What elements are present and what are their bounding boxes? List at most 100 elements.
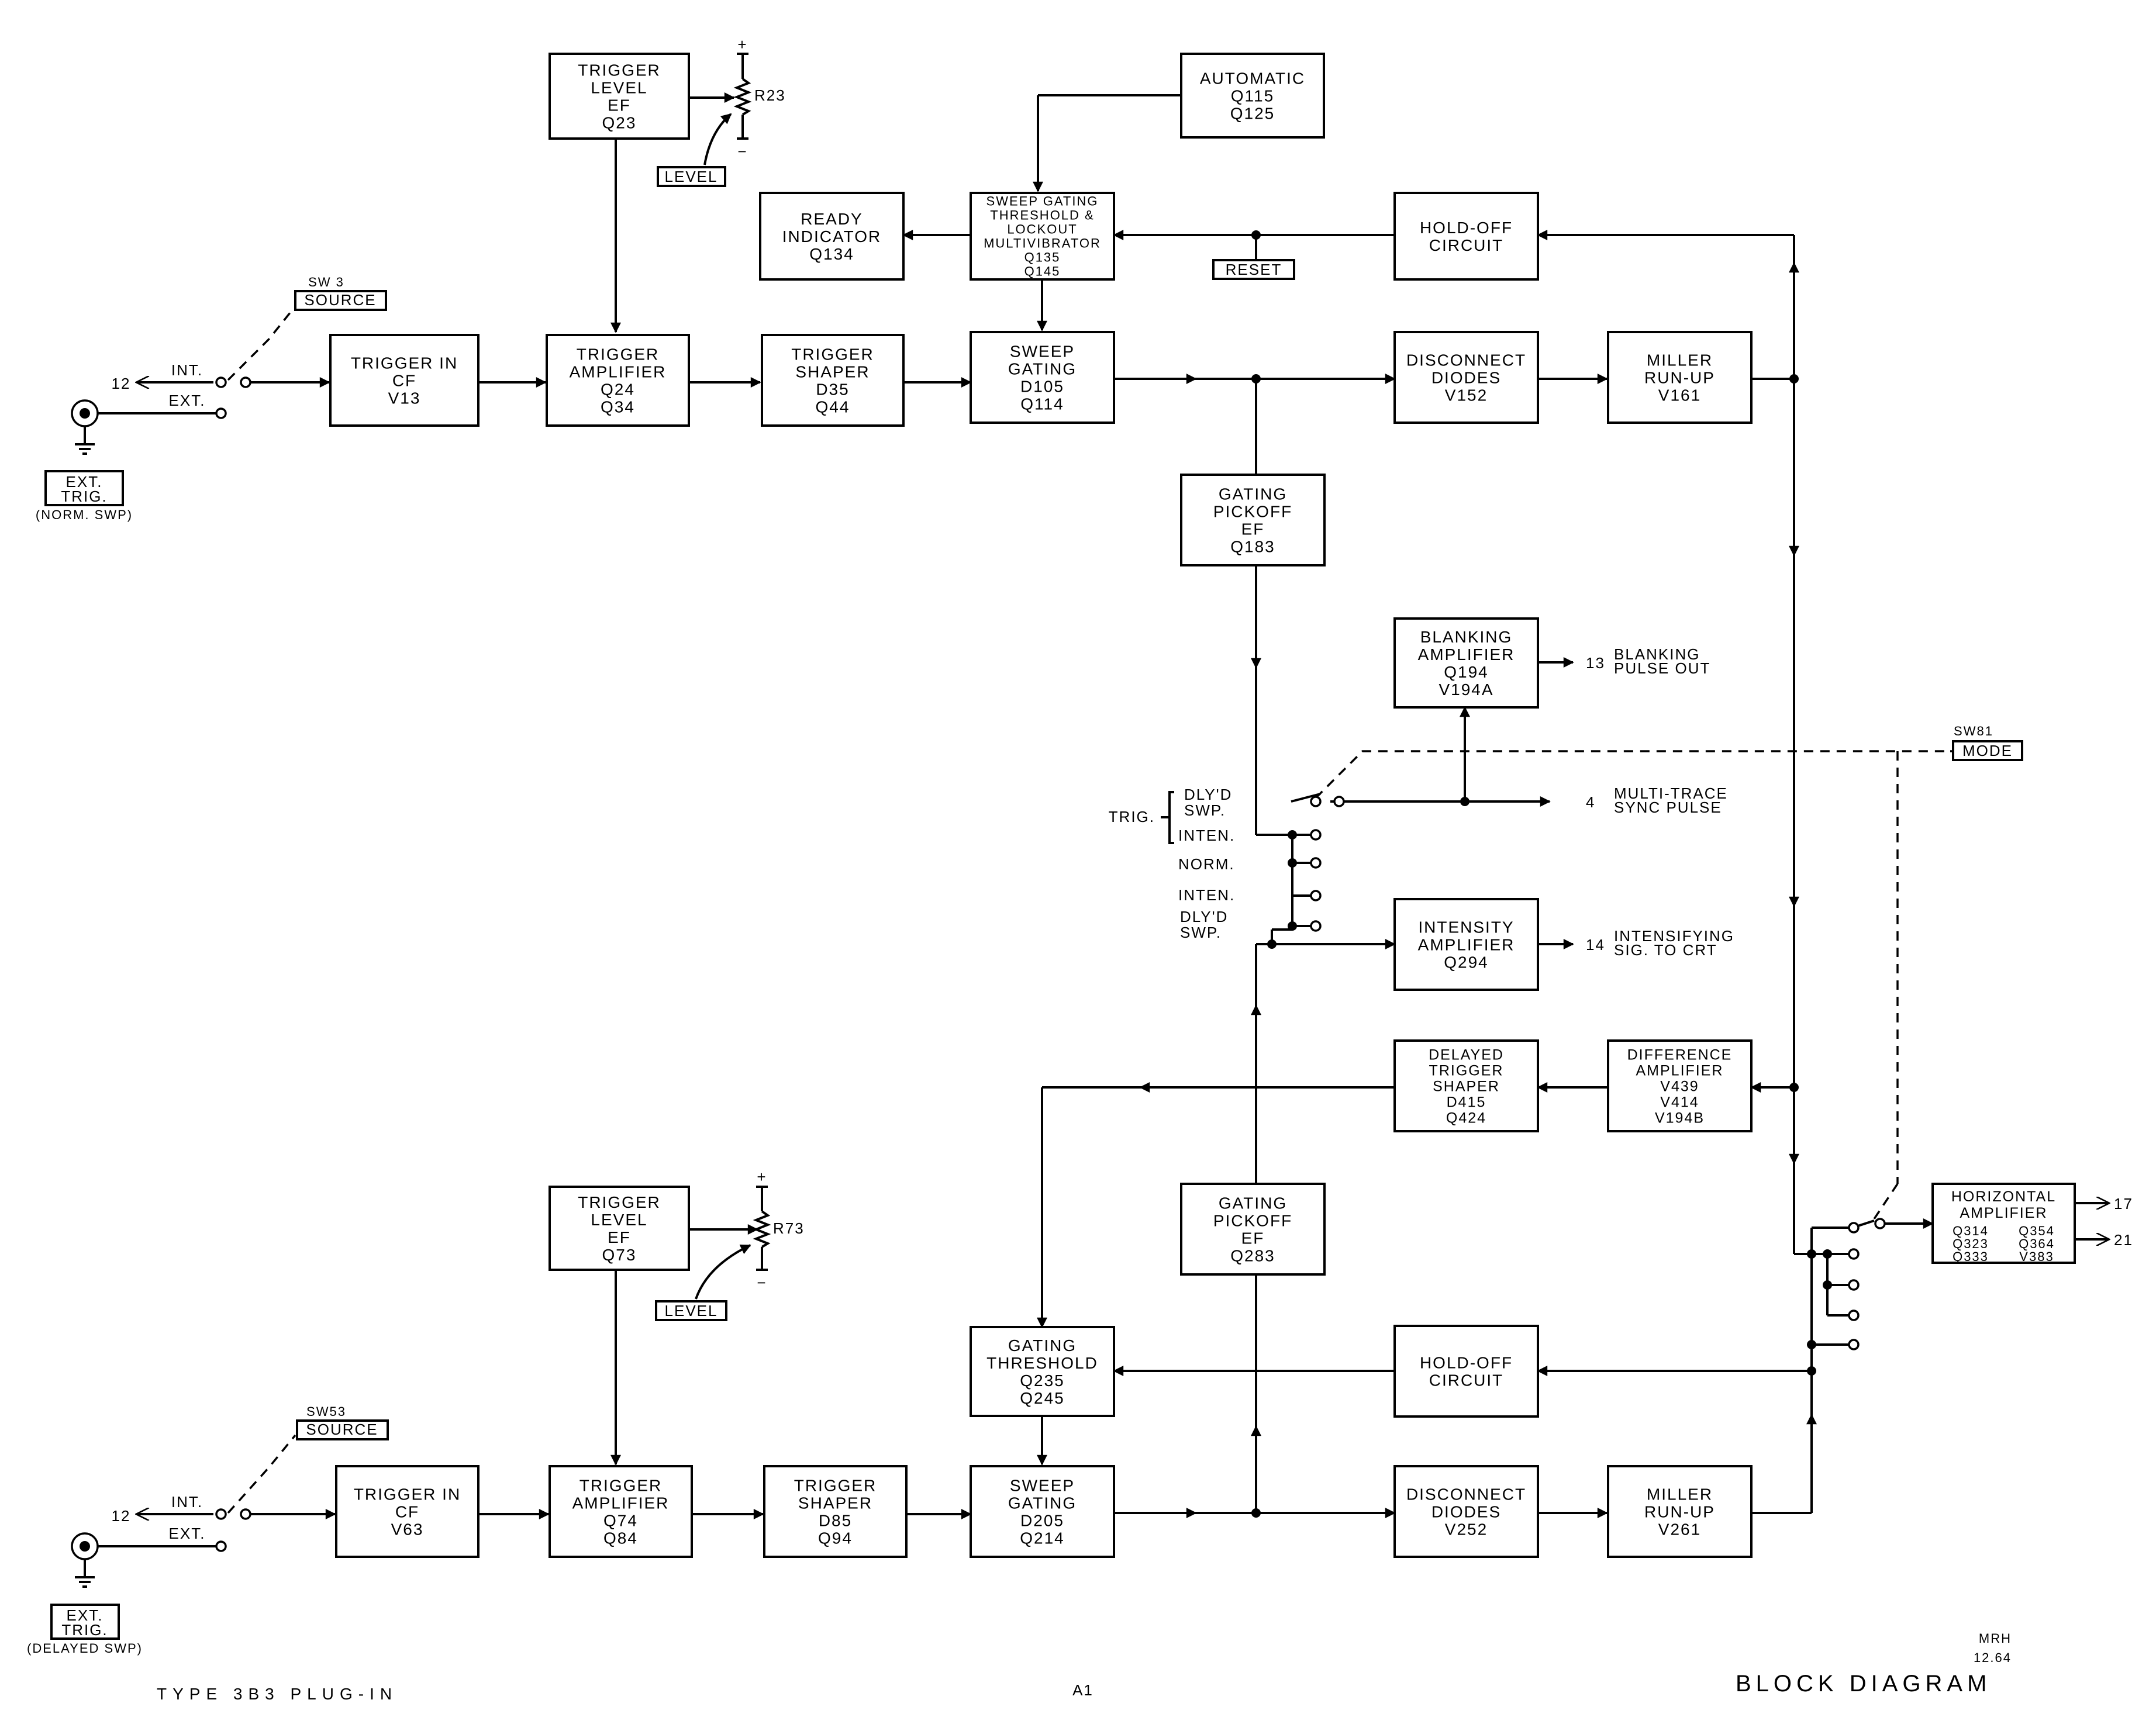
trig-label: TRIG. — [1109, 808, 1155, 825]
r73-label: R73 — [773, 1219, 805, 1237]
block-frame — [1180, 1183, 1326, 1276]
block-text: EF — [1241, 1229, 1265, 1247]
block-text: Q294 — [1444, 953, 1489, 971]
block-frame — [970, 331, 1115, 424]
block-frame — [335, 1465, 480, 1558]
block-text: Q145 — [1024, 264, 1061, 279]
block-text: MILLER — [1647, 351, 1713, 369]
block-text: Q34 — [601, 398, 635, 416]
block-text: INDICATOR — [782, 227, 881, 246]
mode-pos-4: INTEN. — [1178, 886, 1235, 904]
trig-brace — [1161, 791, 1174, 844]
block-frame — [549, 1465, 693, 1558]
block-text: AMPLIFIER — [570, 362, 667, 381]
block-text: AMPLIFIER — [1418, 645, 1515, 664]
block-text: EF — [1241, 520, 1265, 538]
block-text: Q84 — [603, 1529, 638, 1547]
block-frame — [1393, 1465, 1539, 1558]
source-label: SOURCE — [304, 291, 376, 309]
block-text: TRIGGER — [578, 1193, 661, 1211]
block-text: TRIGGER — [794, 1476, 877, 1494]
block-text: AMPLIFIER — [1636, 1062, 1724, 1079]
block-text: CIRCUIT — [1429, 236, 1504, 254]
block-text: GATING — [1008, 360, 1077, 378]
block-text: CF — [392, 371, 416, 389]
block-text: Q194 — [1444, 663, 1489, 681]
output-21: 21 — [2114, 1231, 2133, 1249]
ext-trig-line1: EXT. — [66, 473, 103, 490]
block-text: TRIGGER IN — [354, 1485, 461, 1503]
ext-trig-delayed-line1: EXT. — [67, 1606, 104, 1624]
block-text: Q44 — [816, 398, 850, 416]
block-text: LOCKOUT — [1007, 222, 1077, 237]
block-text: SHAPER — [795, 362, 870, 381]
intens-out-1: INTENSIFYING — [1614, 927, 1734, 945]
block-text: DELAYED — [1429, 1046, 1504, 1063]
sw3-label: SW 3 — [308, 275, 344, 289]
block-text: Q235 — [1020, 1371, 1065, 1390]
block-frame — [1393, 192, 1539, 281]
drafted-date: 12.64 — [1974, 1650, 2012, 1665]
block-text: D205 — [1020, 1511, 1064, 1529]
source-switch-box-delayed — [296, 1419, 389, 1440]
block-text: V161 — [1658, 386, 1701, 404]
block-text: Q134 — [809, 245, 854, 263]
block-part: Q364 — [2019, 1236, 2055, 1251]
block-frame — [1393, 898, 1539, 991]
ext-label-normal: EXT. — [169, 392, 206, 409]
block-text: MILLER — [1647, 1485, 1713, 1503]
sync-pin: 4 — [1586, 793, 1595, 811]
block-text: V13 — [388, 389, 421, 407]
minus-r23: − — [737, 143, 747, 160]
r23-potentiometer — [657, 53, 752, 187]
sw81-label: SW81 — [1954, 724, 1993, 738]
block-text: RUN-UP — [1644, 1502, 1715, 1521]
mode-pos-6: SWP. — [1180, 924, 1222, 941]
blocks: TRIGGERLEVELEFQ23AUTOMATICQ115Q125READYI… — [329, 53, 2076, 1558]
block-frame — [546, 334, 690, 427]
labels: LEVEL LEVEL R23 R73 + − + − RESET SOURCE… — [27, 36, 2133, 1703]
block-text: PICKOFF — [1213, 1211, 1292, 1229]
r73-potentiometer — [655, 1186, 771, 1321]
block-text: V261 — [1658, 1520, 1701, 1538]
block-text: Q115 — [1231, 87, 1274, 105]
pin12-normal: 12 — [112, 375, 131, 392]
wires-delayed — [249, 1163, 2108, 1519]
block-text: READY — [801, 210, 863, 228]
block-frame — [970, 1465, 1115, 1558]
source-switch-box-normal — [294, 290, 387, 311]
block-text: TRIGGER — [577, 345, 660, 363]
page-number: A1 — [1072, 1681, 1093, 1699]
level-label-delayed: LEVEL — [665, 1302, 718, 1319]
block-text: D105 — [1020, 377, 1064, 395]
block-text: Q114 — [1020, 395, 1064, 413]
block-text: SHAPER — [1433, 1078, 1500, 1094]
block-text: GATING — [1008, 1336, 1077, 1355]
block-frame — [1393, 1325, 1539, 1418]
block-text: Q135 — [1024, 250, 1061, 265]
block-frame — [1393, 1039, 1539, 1132]
block-part: Q354 — [2019, 1224, 2055, 1238]
switch-linkages — [227, 309, 1953, 1514]
block-part: V383 — [2019, 1249, 2054, 1264]
block-part: Q323 — [1953, 1236, 1989, 1251]
block-text: PICKOFF — [1213, 502, 1292, 520]
mode-box — [1952, 740, 2023, 761]
block-text: D35 — [816, 380, 849, 398]
block-frame — [970, 1326, 1115, 1417]
block-text: Q283 — [1230, 1246, 1275, 1265]
